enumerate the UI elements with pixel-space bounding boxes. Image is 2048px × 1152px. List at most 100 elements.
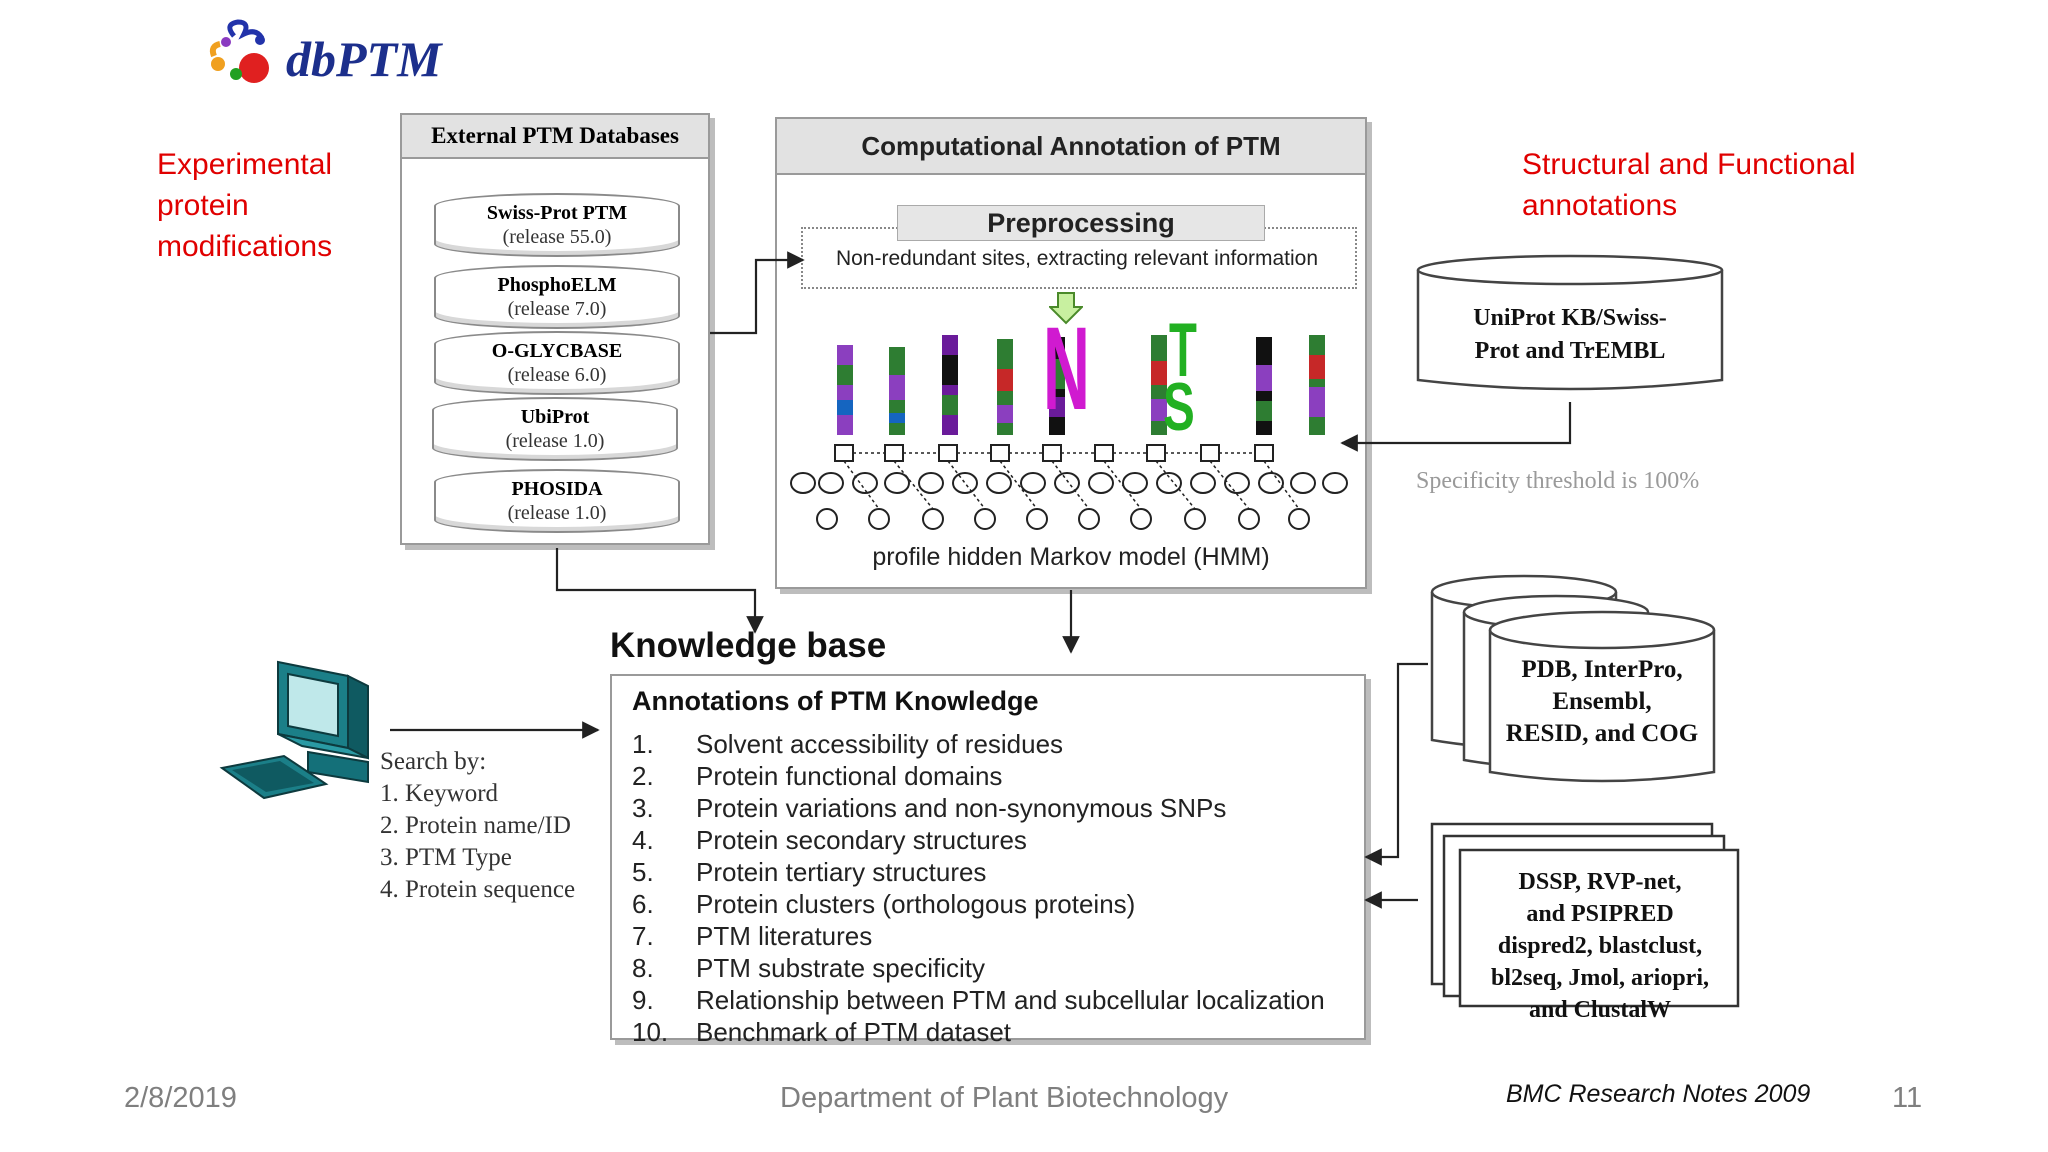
item-number: 8. xyxy=(632,953,654,983)
item-number: 6. xyxy=(632,889,654,919)
external-db-panel: External PTM Databases Swiss-Prot PTM(re… xyxy=(400,113,710,545)
footer-page-number: 11 xyxy=(1892,1082,1923,1114)
db-oglycbase: O-GLYCBASE(release 6.0) xyxy=(434,331,680,395)
item-text: Protein functional domains xyxy=(696,761,1003,791)
pdb-line: RESID, and COG xyxy=(1505,720,1699,747)
item-number: 5. xyxy=(632,857,654,887)
external-db-title: External PTM Databases xyxy=(402,115,708,159)
item-text: Protein variations and non-synonymous SN… xyxy=(696,793,1227,823)
knowledge-item: 1. Solvent accessibility of residues xyxy=(632,728,1325,760)
knowledge-item: 10. Benchmark of PTM dataset xyxy=(632,1016,1325,1048)
knowledge-item: 2.Protein functional domains xyxy=(632,760,1325,792)
tools-line: and PSIPRED xyxy=(1526,901,1674,927)
item-text: PTM literatures xyxy=(696,921,873,951)
item-number: 1. xyxy=(632,729,654,759)
label-line: modifications xyxy=(157,230,333,263)
knowledge-item: 6.Protein clusters (orthologous proteins… xyxy=(632,888,1325,920)
preprocessing-desc: Non-redundant sites, extracting relevant… xyxy=(835,247,1319,270)
label-line: protein xyxy=(157,189,249,222)
label-line: annotations xyxy=(1522,189,1678,222)
experimental-label: Experimental protein modifications xyxy=(157,144,332,267)
uniprot-line: Prot and TrEMBL xyxy=(1474,338,1666,364)
knowledge-base-title: Knowledge base xyxy=(610,626,887,665)
knowledge-item: 5. Protein tertiary structures xyxy=(632,856,1325,888)
uniprot-label: UniProt KB/Swiss- Prot and TrEMBL xyxy=(1414,302,1726,368)
uniprot-line: UniProt KB/Swiss- xyxy=(1473,305,1667,331)
item-number: 9. xyxy=(632,985,654,1015)
item-text: Protein tertiary structures xyxy=(696,857,987,887)
pdb-line: PDB, InterPro, xyxy=(1521,656,1683,683)
knowledge-item: 4. Protein secondary structures xyxy=(632,824,1325,856)
computational-title: Computational Annotation of PTM xyxy=(777,119,1365,175)
structural-label: Structural and Functional annotations xyxy=(1522,144,1856,226)
db-phosphoelm: PhosphoELM(release 7.0) xyxy=(434,265,680,329)
logo-letter-n: N xyxy=(1043,303,1090,435)
pdb-label: PDB, InterPro, Ensembl, RESID, and COG xyxy=(1490,654,1714,750)
search-option: 1. Keyword xyxy=(380,780,499,807)
knowledge-item: 3. Protein variations and non-synonymous … xyxy=(632,792,1325,824)
db-name: UbiProt xyxy=(520,406,590,428)
dbptm-logo-icon xyxy=(209,19,269,83)
db-name: O-GLYCBASE xyxy=(491,340,623,362)
tools-line: and ClustalW xyxy=(1528,997,1672,1023)
uniprot-to-logo-arrow xyxy=(1340,402,1572,452)
item-text: Relationship between PTM and subcellular… xyxy=(696,985,1325,1015)
db-name: PhosphoELM xyxy=(497,274,617,296)
knowledge-base-panel: Annotations of PTM Knowledge 1. Solvent a… xyxy=(610,674,1366,1047)
item-number: 3. xyxy=(632,793,654,823)
db-phosida: PHOSIDA(release 1.0) xyxy=(434,469,680,533)
logo-column xyxy=(837,335,1325,435)
search-panel: Search by: 1. Keyword 2. Protein name/ID… xyxy=(380,746,575,906)
footer-citation: BMC Research Notes 2009 xyxy=(1506,1080,1811,1108)
hmm-diagram xyxy=(790,444,1348,530)
tools-label: DSSP, RVP-net, and PSIPRED dispred2, bla… xyxy=(1462,866,1738,1026)
specificity-threshold: Specificity threshold is 100% xyxy=(1416,468,1700,494)
item-number: 10. xyxy=(632,1017,669,1047)
tools-line: dispred2, blastclust, xyxy=(1497,933,1703,959)
item-text: Protein secondary structures xyxy=(696,825,1027,855)
logo-text: dbPTM xyxy=(286,31,442,87)
db-release: (release 6.0) xyxy=(507,364,607,386)
computational-panel: Computational Annotation of PTM Preproce… xyxy=(775,117,1367,589)
item-text: Benchmark of PTM dataset xyxy=(696,1017,1012,1047)
label-line: Structural and Functional xyxy=(1522,148,1856,181)
knowledge-item: 9. Relationship between PTM and subcellul… xyxy=(632,984,1325,1016)
db-release: (release 1.0) xyxy=(505,430,605,452)
down-arrow-icon xyxy=(1049,292,1083,325)
uniprot-db-icon xyxy=(1416,254,1724,391)
search-option: 4. Protein sequence xyxy=(380,876,576,903)
item-number: 4. xyxy=(632,825,654,855)
item-text: PTM substrate specificity xyxy=(696,953,985,983)
knowledge-subtitle: Annotations of PTM Knowledge xyxy=(632,686,1039,716)
tools-docs-icon xyxy=(1430,822,1740,1008)
ext-to-kb-arrow xyxy=(555,548,764,634)
sequence-logo xyxy=(837,335,1325,435)
knowledge-list: 1. Solvent accessibility of residues 2.Pr… xyxy=(632,728,1325,1048)
pdb-line: Ensembl, xyxy=(1552,688,1652,715)
logo-letter-t: T xyxy=(1169,308,1197,393)
db-release: (release 1.0) xyxy=(507,502,607,524)
knowledge-item: 8. PTM substrate specificity xyxy=(632,952,1325,984)
db-swissprot: Swiss-Prot PTM(release 55.0) xyxy=(434,193,680,257)
logo-letter-s: S xyxy=(1163,369,1195,445)
search-title: Search by: xyxy=(380,748,487,775)
knowledge-item: 7. PTM literatures xyxy=(632,920,1325,952)
db-ubiprot: UbiProt(release 1.0) xyxy=(432,397,678,461)
item-text: Solvent accessibility of residues xyxy=(696,729,1064,759)
preprocessing-title: Preprocessing xyxy=(897,205,1265,241)
db-release: (release 7.0) xyxy=(507,298,607,320)
pdb-to-kb-arrow xyxy=(1364,662,1428,866)
item-number: 7. xyxy=(632,921,654,951)
db-name: Swiss-Prot PTM xyxy=(486,202,628,224)
computer-icon xyxy=(219,660,369,800)
dbptm-logo: dbPTM xyxy=(204,16,464,87)
db-name: PHOSIDA xyxy=(511,478,603,500)
db-release: (release 55.0) xyxy=(502,226,612,248)
pdb-db-icon xyxy=(1430,574,1716,783)
label-line: Experimental xyxy=(157,148,333,181)
footer-date: 2/8/2019 xyxy=(124,1082,237,1114)
tools-line: DSSP, RVP-net, xyxy=(1518,869,1682,895)
footer-department: Department of Plant Biotechnology xyxy=(780,1082,1229,1114)
search-option: 3. PTM Type xyxy=(380,844,512,871)
hmm-caption: profile hidden Markov model (HMM) xyxy=(872,543,1270,571)
